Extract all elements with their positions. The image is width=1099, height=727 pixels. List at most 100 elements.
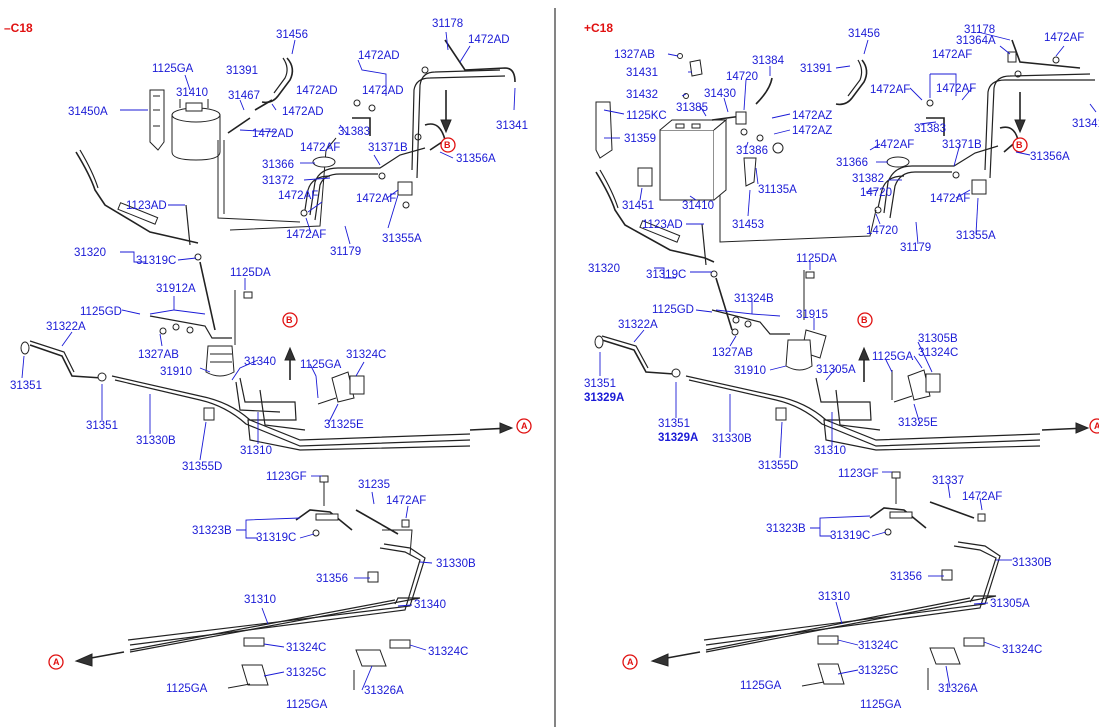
part-label: 31467 [228, 90, 260, 102]
part-label: 1472AD [282, 106, 324, 118]
part-label: 1472AD [468, 34, 510, 46]
part-label: 31324C [286, 642, 326, 654]
part-label: 1327AB [138, 349, 179, 361]
part-label: 31305A [990, 598, 1030, 610]
part-label: 31391 [226, 65, 258, 77]
part-label: 31430 [704, 88, 736, 100]
part-label: 31320 [588, 263, 620, 275]
header-plus-c18: +C18 [584, 21, 613, 35]
pipe-bundle-part [129, 547, 421, 646]
section-mark-b: B [444, 140, 451, 150]
part-label: 31310 [818, 591, 850, 603]
part-label: 1125GA [860, 699, 902, 711]
part-label: 31179 [330, 246, 361, 258]
part-label: 31351 [10, 380, 42, 392]
part-label: 1125GA [740, 680, 782, 692]
section-mark-b: B [861, 315, 868, 325]
part-label: 31325E [898, 417, 938, 429]
part-label: 31355D [182, 461, 222, 473]
part-label: 31456 [848, 28, 880, 40]
pipe-bundle-part [685, 375, 1041, 441]
leader-lines [21, 31, 516, 691]
part-label: 31356 [316, 573, 348, 585]
part-label: 1472AF [930, 193, 970, 205]
leader-lines [599, 31, 1097, 689]
part-label: 31915 [796, 309, 828, 321]
part-label: 31356A [1030, 151, 1070, 163]
part-label: 31356 [890, 571, 922, 583]
part-label: 31910 [160, 366, 192, 378]
part-label: 1327AB [614, 49, 655, 61]
header-minus-c18: –C18 [4, 21, 33, 35]
part-label: 31320 [74, 247, 106, 259]
part-label: 31329A [658, 432, 698, 444]
part-label: 14720 [860, 187, 892, 199]
part-label: 1472AF [356, 193, 396, 205]
part-label: 31178 [432, 18, 463, 30]
part-label: 1472AF [386, 495, 426, 507]
part-label: 31431 [626, 67, 658, 79]
section-mark-a: A [1094, 421, 1099, 431]
part-label: 31329A [584, 392, 624, 404]
part-label: 31319C [646, 269, 686, 281]
part-label: 1472AF [1044, 32, 1084, 44]
part-label: 31178 [964, 24, 995, 36]
part-label: 31450A [68, 106, 108, 118]
part-label: 31324C [918, 347, 958, 359]
part-label: 31325C [286, 667, 326, 679]
part-label: 31355A [382, 233, 422, 245]
part-label: 31324C [858, 640, 898, 652]
part-label: 1125GA [300, 359, 342, 371]
part-label: 31340 [244, 356, 276, 368]
part-label: 31432 [626, 89, 658, 101]
part-label: 1123GF [838, 468, 879, 480]
pipe-bundle-part [111, 375, 471, 441]
part-label: 31371B [942, 139, 982, 151]
section-mark-circles [48, 137, 1099, 670]
part-label: 31310 [814, 445, 846, 457]
part-label: 31179 [900, 242, 931, 254]
part-label: 1472AZ [792, 110, 832, 122]
part-label: 14720 [866, 225, 898, 237]
hose-part [835, 59, 868, 106]
part-label: 31371B [368, 142, 408, 154]
part-label: 31366 [836, 157, 868, 169]
hose-part [261, 57, 294, 104]
canister-part [171, 99, 221, 161]
section-mark-a: A [53, 657, 60, 667]
part-label: 31324C [428, 646, 468, 658]
part-label: 31324C [1002, 644, 1042, 656]
pipe-part [595, 171, 715, 263]
canister-part [659, 129, 715, 201]
part-label: 31326A [938, 683, 978, 695]
part-label: 1123GF [266, 471, 307, 483]
part-label: 31453 [732, 219, 764, 231]
part-label: 31383 [338, 126, 370, 138]
part-label: 1472AD [252, 128, 294, 140]
part-label: 31324B [734, 293, 774, 305]
part-label: 1472AF [936, 83, 976, 95]
part-label: 1123AD [642, 219, 683, 231]
part-label: 31319C [830, 530, 870, 542]
part-label: 31305B [918, 333, 958, 345]
part-label: 31910 [734, 365, 766, 377]
part-label: 1472AF [932, 49, 972, 61]
part-label: 31384 [752, 55, 785, 67]
part-label: 31456 [276, 29, 308, 41]
part-label: 1472AD [296, 85, 338, 97]
part-label: 31330B [1012, 557, 1052, 569]
part-label: 31319C [256, 532, 296, 544]
part-label: 31355D [758, 460, 798, 472]
part-label: 31340 [414, 599, 446, 611]
part-label: 31410 [176, 87, 208, 99]
part-label: 31330B [436, 558, 476, 570]
part-label: 31341 [1072, 118, 1099, 130]
part-label: 31322A [46, 321, 86, 333]
part-label: 1123AD [126, 200, 167, 212]
part-label: 31310 [244, 594, 276, 606]
part-label: 1472AF [300, 142, 340, 154]
part-label: 1472AF [278, 190, 318, 202]
part-label: 31364A [956, 35, 996, 47]
part-label: 31386 [736, 145, 768, 157]
